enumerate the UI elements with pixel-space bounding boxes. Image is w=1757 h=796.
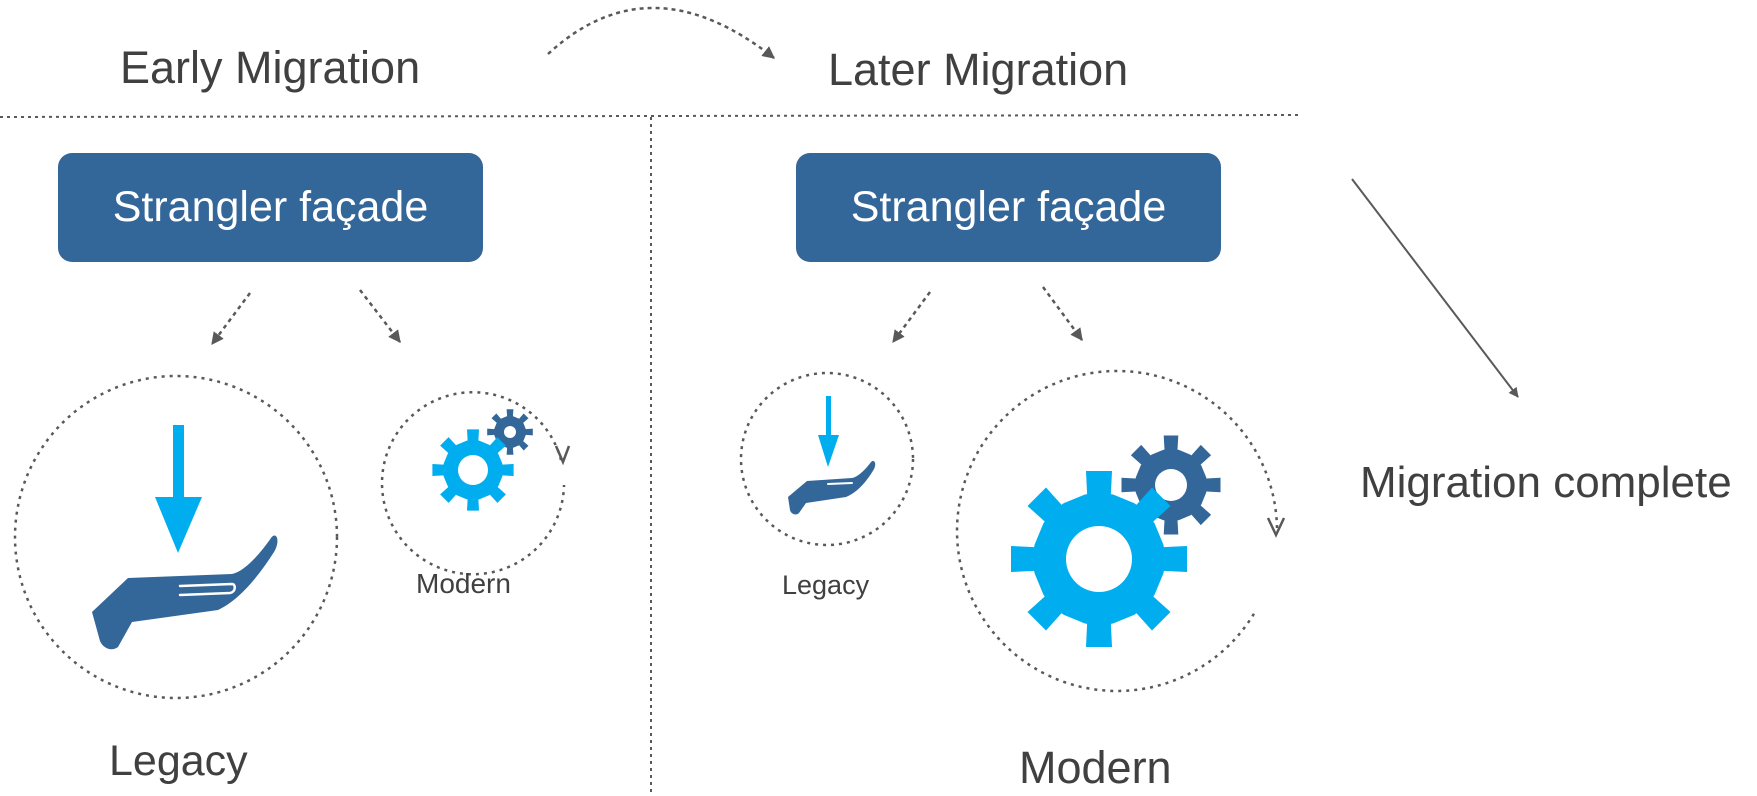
gear-early-big-hole bbox=[458, 455, 488, 485]
later-legacy-down-arrow-icon bbox=[818, 396, 839, 467]
phase-transition-arrow bbox=[547, 6, 775, 59]
later-legacy-circle bbox=[739, 371, 915, 547]
later-legacy-label: Legacy bbox=[782, 570, 870, 600]
migration-complete-arrow bbox=[1351, 178, 1519, 398]
early-modern-large-gear-icon bbox=[432, 429, 514, 511]
later-modern-label: Modern bbox=[1019, 742, 1172, 793]
migration-complete-label: Migration complete bbox=[1360, 458, 1732, 507]
later-legacy-hand-icon bbox=[788, 460, 876, 515]
gear-later-small-hole bbox=[1155, 469, 1187, 501]
later-to-modern-arrow bbox=[1041, 286, 1084, 342]
later-migration-title: Later Migration bbox=[828, 44, 1129, 95]
later-strangler-facade: Strangler façade bbox=[796, 153, 1221, 262]
early-to-modern-arrow bbox=[359, 289, 401, 343]
early-to-legacy-arrow bbox=[210, 292, 252, 346]
early-migration-title: Early Migration bbox=[120, 42, 421, 93]
early-modern-circle bbox=[380, 390, 571, 576]
early-legacy-down-arrow-icon bbox=[155, 425, 202, 553]
later-modern-circle bbox=[955, 369, 1286, 693]
early-strangler-facade: Strangler façade bbox=[58, 153, 483, 262]
early-legacy-circle bbox=[13, 374, 339, 700]
early-legacy-hand-icon bbox=[92, 535, 278, 650]
later-to-legacy-arrow bbox=[891, 291, 932, 344]
gear-early-small-hole bbox=[504, 426, 516, 438]
header-divider-line bbox=[0, 114, 1301, 118]
gear-later-big-hole bbox=[1066, 526, 1132, 592]
early-modern-label: Modern bbox=[416, 568, 511, 599]
later-modern-large-gear-icon bbox=[1011, 471, 1187, 647]
early-legacy-label: Legacy bbox=[109, 737, 248, 785]
